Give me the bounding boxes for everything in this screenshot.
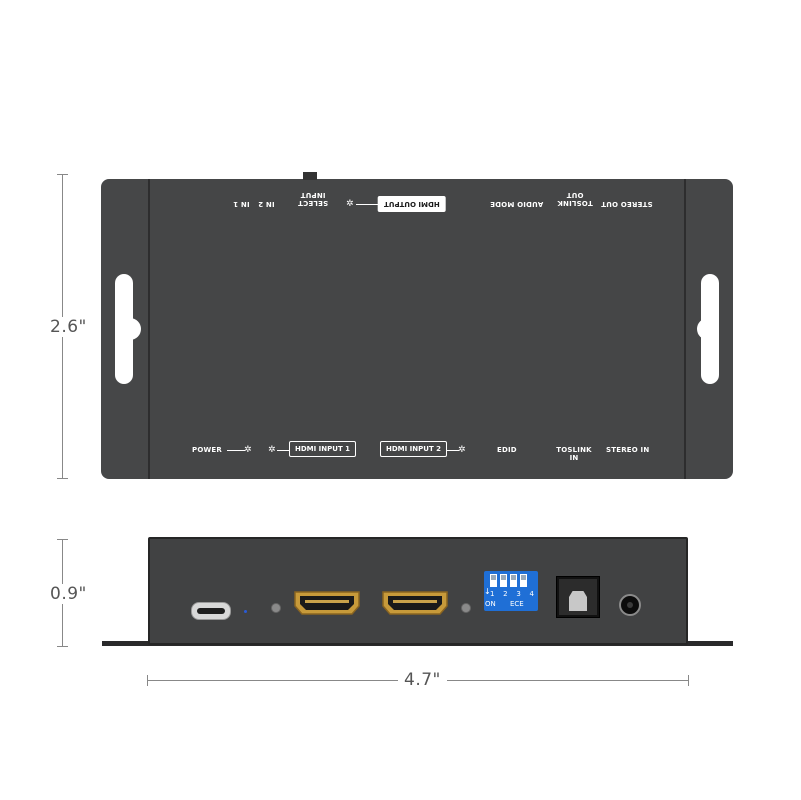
width-dimension-cap-right [688, 675, 689, 686]
height-dimension-label: 2.6" [47, 317, 90, 337]
top-device-body [148, 179, 686, 479]
top-select-knob [303, 172, 317, 180]
label-hdmi-input-1: HDMI INPUT 1 [289, 441, 357, 457]
dip-number-3: 3 [516, 590, 521, 598]
height-dimension-cap-bottom [57, 478, 68, 479]
dip-switch-3 [510, 574, 517, 587]
power-led [244, 610, 247, 613]
right-mounting-notch [697, 318, 719, 340]
stereo-jack [619, 594, 641, 616]
dip-on-label: ON [485, 600, 496, 608]
left-mounting-notch [119, 318, 141, 340]
dip-switch-2 [500, 574, 507, 587]
label-audio-mode: AUDIO MODE [490, 200, 544, 208]
label-stereo-in: STEREO IN [606, 446, 650, 454]
label-hdmi-output: HDMI OUTPUT [378, 196, 446, 212]
label-in1: IN 1 [233, 200, 250, 208]
hdmi-input-1-port [294, 591, 360, 615]
front-bracket-left-flange [102, 641, 150, 646]
label-toslink-out: TOSLINK OUT [557, 191, 593, 207]
dip-number-2: 2 [503, 590, 508, 598]
hdmi-input-2-port [382, 591, 448, 615]
dip-on-arrow-icon: ↓ [484, 587, 491, 596]
hdmi-output-leader-line [356, 204, 378, 205]
dip-ece-label: ECE [510, 600, 524, 608]
hdmi-output-port-icon: ✲ [346, 199, 354, 209]
hdmi-input-1-port-icon: ✲ [268, 445, 276, 455]
width-dimension-label: 4.7" [398, 670, 447, 690]
usb-c-power-port [191, 602, 231, 620]
power-leader-line [227, 450, 245, 451]
dip-number-4: 4 [529, 590, 534, 598]
depth-dimension-cap-bottom [57, 646, 68, 647]
hdmi-input-2-port-icon: ✲ [458, 445, 466, 455]
dip-switch-1 [490, 574, 497, 587]
hdmi-input-1-leader-line [277, 450, 289, 451]
select-button [271, 603, 281, 613]
hdmi-input-2-leader-line [447, 450, 459, 451]
label-select-input: SELECT INPUT [297, 191, 329, 207]
dip-switch-4 [520, 574, 527, 587]
dip-number-1: 1 [490, 590, 495, 598]
toslink-port [556, 576, 600, 618]
label-in2: IN 2 [258, 200, 275, 208]
edid-button [461, 603, 471, 613]
power-port-icon: ✲ [244, 445, 252, 455]
label-power: POWER [192, 446, 222, 454]
depth-dimension-label: 0.9" [47, 584, 90, 604]
dip-switch-block: ↓ 1 2 3 4 ON ECE [484, 571, 538, 611]
width-dimension-cap-left [147, 675, 148, 686]
label-stereo-out: STEREO OUT [601, 200, 653, 208]
label-hdmi-input-2: HDMI INPUT 2 [380, 441, 448, 457]
label-edid: EDID [497, 446, 517, 454]
depth-dimension-cap-top [57, 539, 68, 540]
label-toslink-in: TOSLINK IN [556, 446, 592, 462]
height-dimension-cap-top [57, 174, 68, 175]
